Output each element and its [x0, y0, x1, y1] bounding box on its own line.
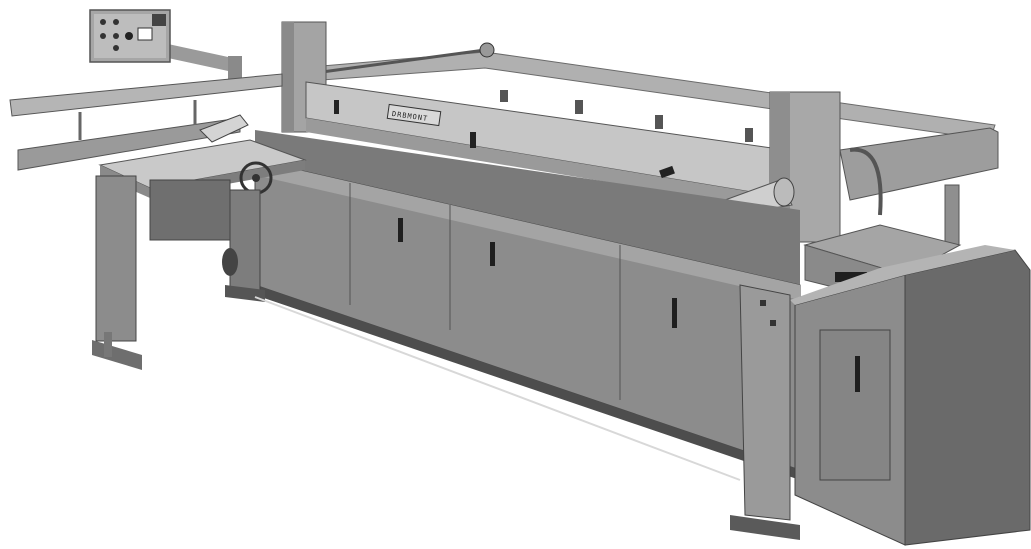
- table-legs: [92, 175, 265, 370]
- brand-plate: [386, 103, 442, 127]
- left-pillar: [281, 21, 327, 133]
- main-cabinet: [254, 130, 801, 480]
- motor-housing: [790, 224, 1031, 546]
- main-beam: DRBMONT: [305, 81, 801, 214]
- front-right-leg: [730, 284, 800, 540]
- floor-shadow: [254, 296, 741, 481]
- sliding-table: [9, 73, 307, 198]
